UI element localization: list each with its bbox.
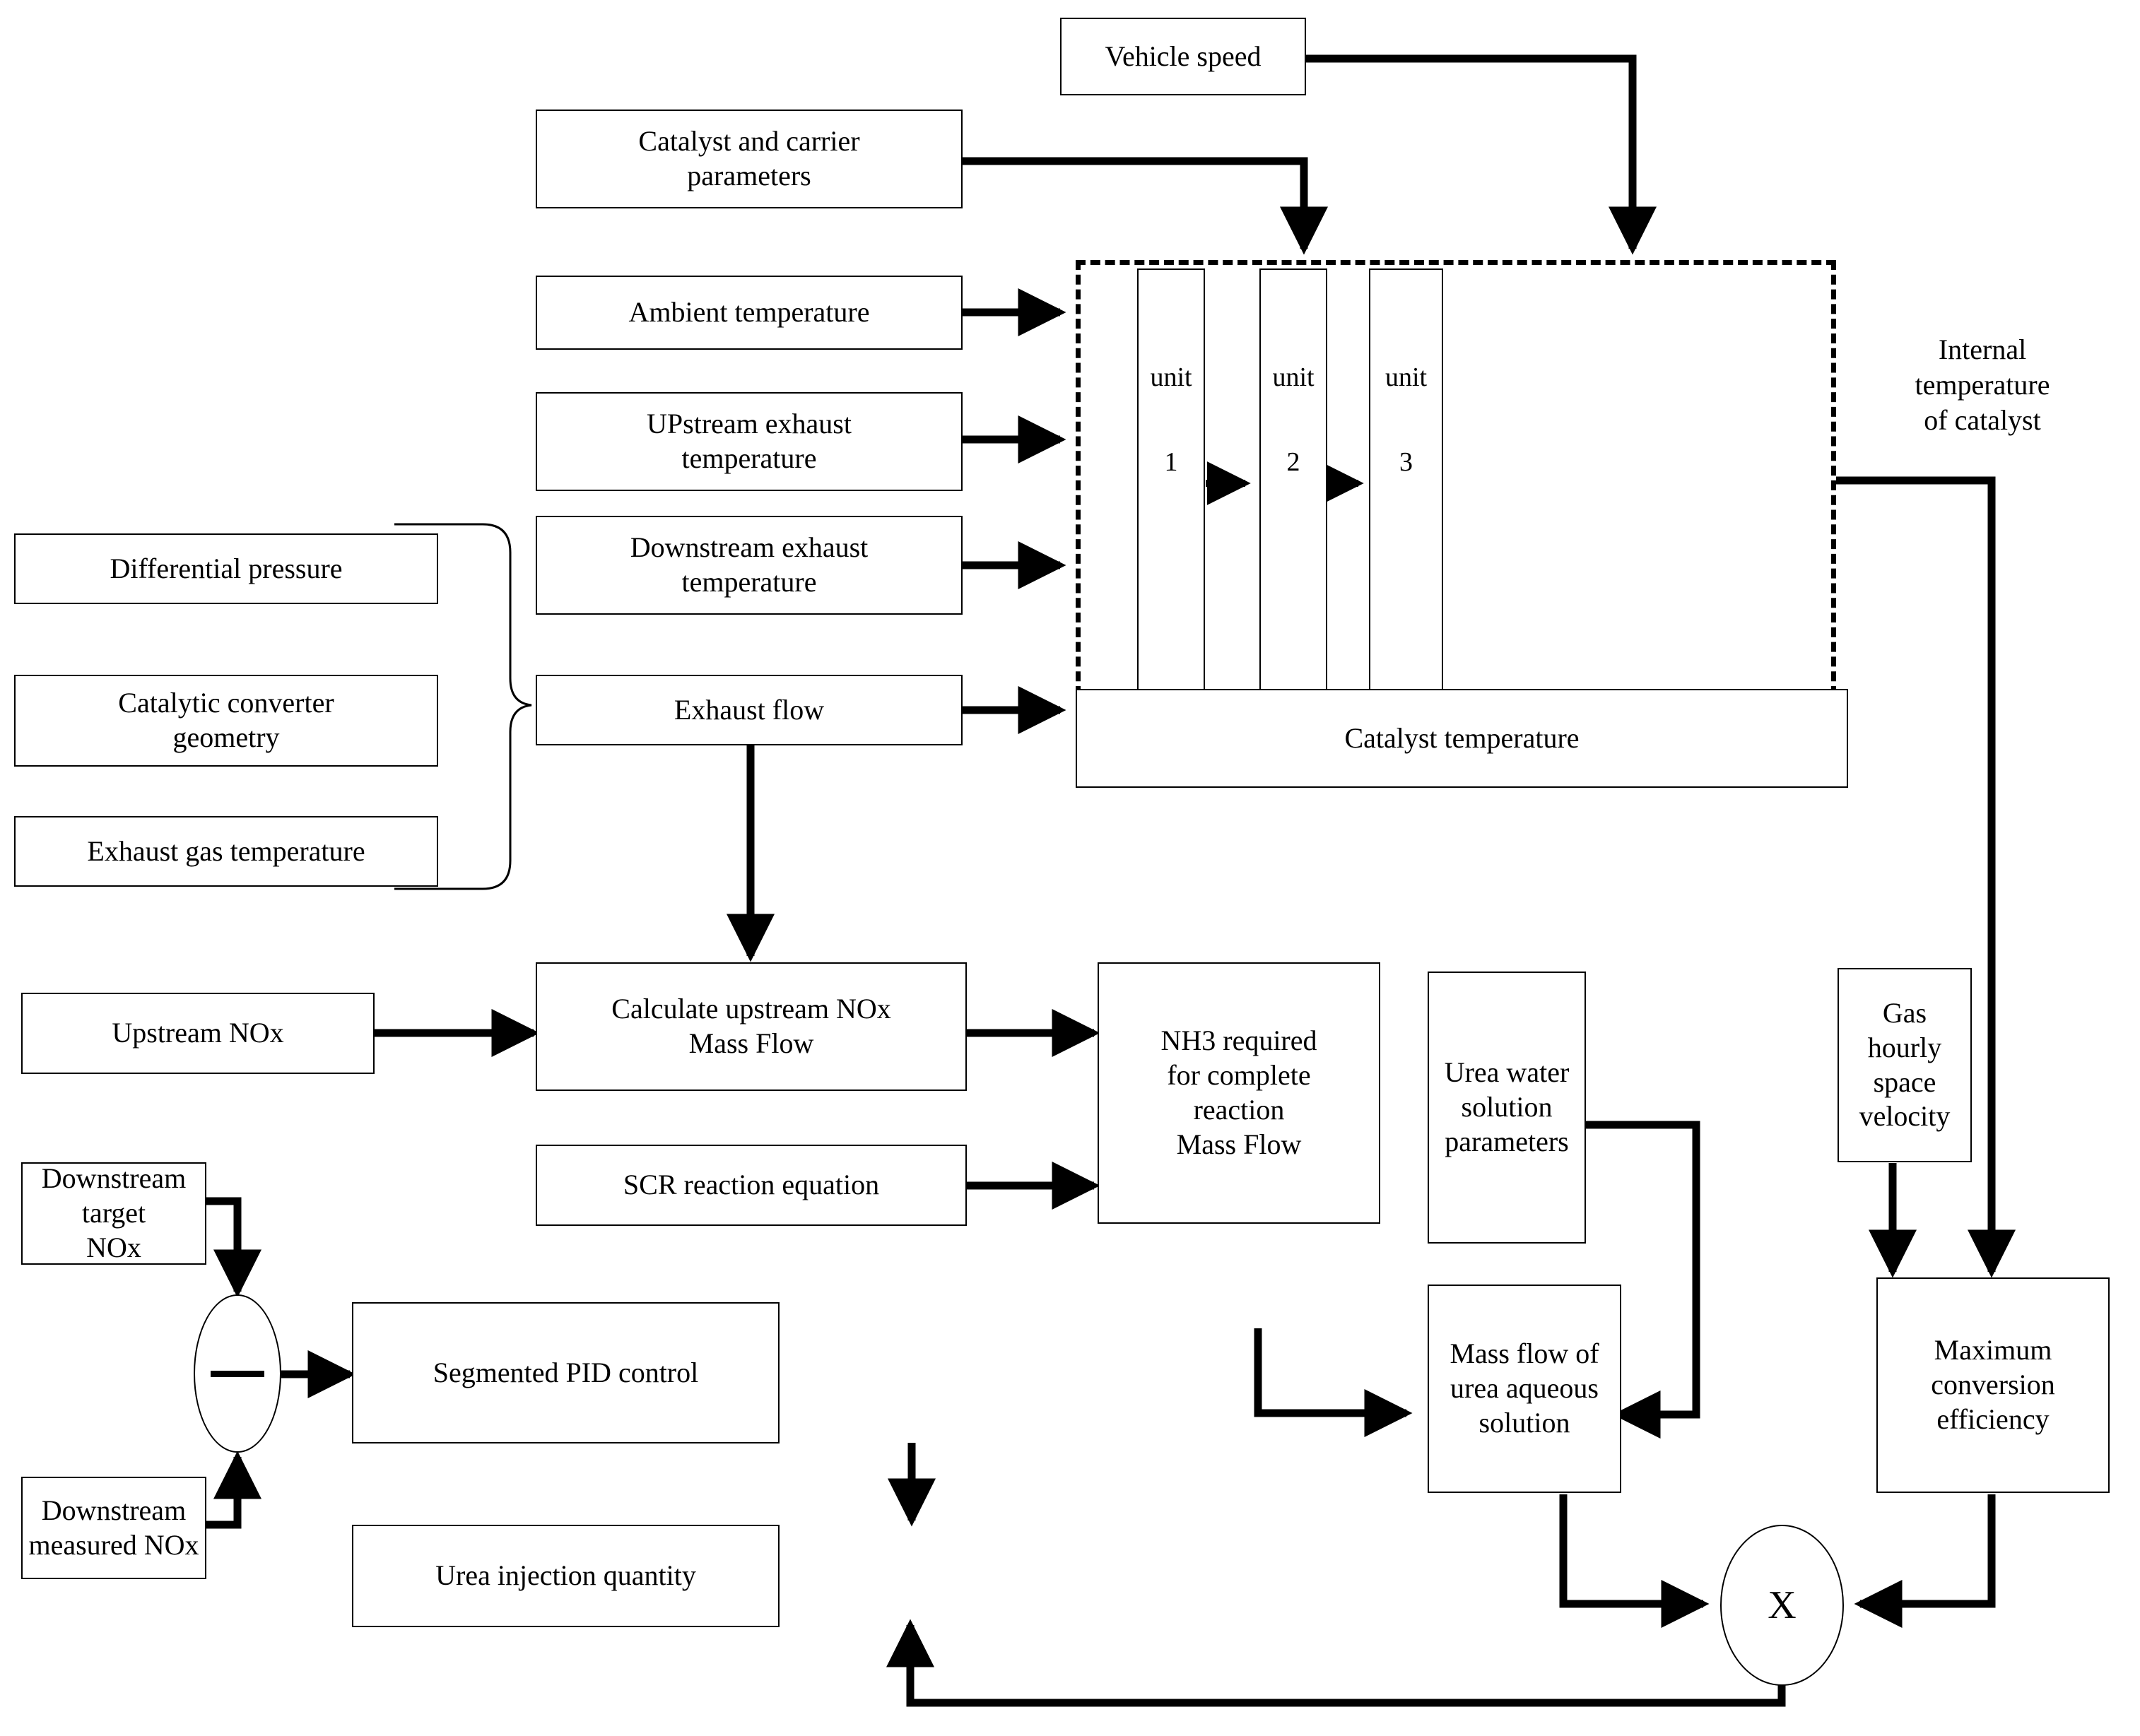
wire-measured-nox-to-sum [205,1451,262,1529]
node-upstream-exhaust-temperature[interactable]: UPstream exhaust temperature [536,392,963,491]
unit-3-number: 3 [1399,447,1413,477]
wire-urea-params-to-urea-massflow [1586,1121,1700,1439]
unit-2-label: unit [1272,362,1315,392]
wire-urea-massflow-to-multiply [1559,1494,1710,1629]
node-vehicle-speed[interactable]: Vehicle speed [1060,18,1306,95]
multiply-junction[interactable]: X [1720,1525,1844,1686]
node-downstream-exhaust-temperature[interactable]: Downstream exhaust temperature [536,516,963,615]
node-catalyst-and-carrier-parameters[interactable]: Catalyst and carrier parameters [536,110,963,208]
node-mass-flow-urea-aqueous-solution[interactable]: Mass flow of urea aqueous solution [1428,1285,1621,1493]
unit-1-number: 1 [1164,447,1178,477]
node-maximum-conversion-efficiency[interactable]: Maximum conversion efficiency [1876,1277,2110,1493]
summing-junction-subtract[interactable] [194,1294,281,1453]
node-downstream-measured-nox[interactable]: Downstream measured NOx [21,1477,206,1579]
wire-multiply-feedback-to-urea-injection [886,1619,1786,1707]
node-ambient-temperature[interactable]: Ambient temperature [536,276,963,350]
node-scr-reaction-equation[interactable]: SCR reaction equation [536,1145,967,1226]
node-urea-injection-quantity[interactable]: Urea injection quantity [352,1525,780,1627]
node-unit-1[interactable]: unit 1 [1137,268,1205,691]
node-downstream-target-nox[interactable]: Downstream target NOx [21,1162,206,1265]
unit-3-label: unit [1384,362,1428,392]
node-catalyst-temperature[interactable]: Catalyst temperature [1076,689,1848,788]
wire-target-nox-to-sum [206,1197,262,1298]
node-urea-water-solution-parameters[interactable]: Urea water solution parameters [1428,972,1586,1244]
wire-vehicle-speed-to-catalyst-block [1306,54,1657,255]
node-upstream-nox[interactable]: Upstream NOx [21,993,375,1074]
node-nh3-required-mass-flow[interactable]: NH3 required for complete reaction Mass … [1098,962,1380,1224]
wire-nh3-to-urea-massflow [1254,1328,1413,1438]
node-unit-2[interactable]: unit 2 [1259,268,1327,691]
label-internal-temperature-of-catalyst: Internal temperature of catalyst [1915,333,2050,436]
node-calculate-upstream-nox-mass-flow[interactable]: Calculate upstream NOx Mass Flow [536,962,967,1091]
node-segmented-pid-control[interactable]: Segmented PID control [352,1302,780,1443]
node-unit-3[interactable]: unit 3 [1369,268,1443,691]
wire-max-conversion-to-multiply [1854,1494,1996,1629]
node-differential-pressure[interactable]: Differential pressure [14,533,438,604]
node-exhaust-flow[interactable]: Exhaust flow [536,675,963,745]
node-exhaust-gas-temperature[interactable]: Exhaust gas temperature [14,816,438,887]
node-catalytic-converter-geometry[interactable]: Catalytic converter geometry [14,675,438,767]
wire-catalyst-params-to-catalyst-block [963,157,1329,255]
unit-2-number: 2 [1286,447,1300,477]
minus-icon [211,1370,264,1377]
wire-internal-temp-to-max-conversion [1836,476,2016,1278]
brace-grouping-left-inputs [394,523,532,890]
node-gas-hourly-space-velocity[interactable]: Gas hourly space velocity [1838,968,1972,1162]
unit-1-label: unit [1150,362,1192,392]
